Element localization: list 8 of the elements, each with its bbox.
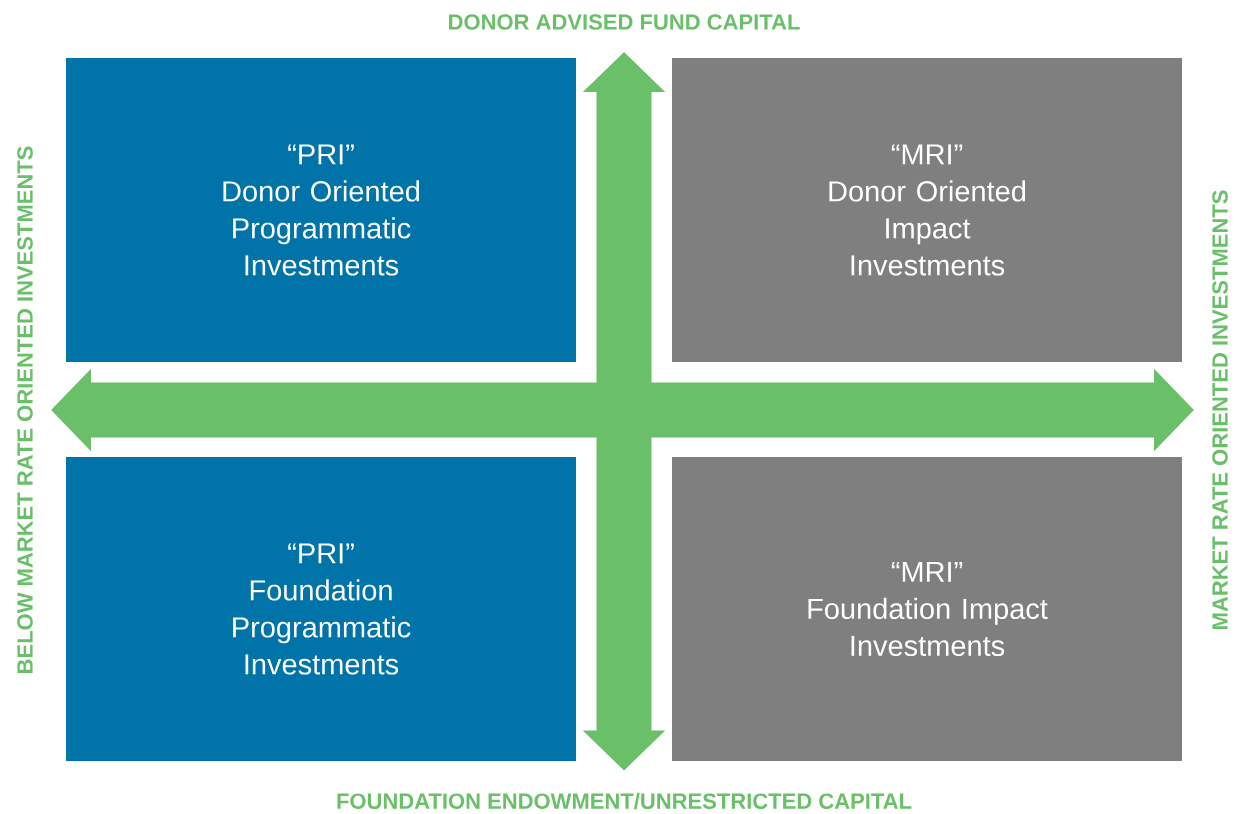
quadrant-box: “MRI” Donor Oriented Impact Investments: [672, 58, 1182, 362]
axis-label: MARKET RATE ORIENTED INVESTMENTS: [1212, 190, 1228, 629]
quadrant-box: “PRI” Donor Oriented Programmatic Investments: [66, 58, 576, 362]
quadrant-box: “MRI” Foundation Impact Investments: [672, 457, 1182, 761]
axis-label: FOUNDATION ENDOWMENT/UNRESTRICTED CAPITAL: [337, 792, 912, 810]
axis-label: DONOR ADVISED FUND CAPITAL: [449, 14, 800, 30]
axis-label: BELOW MARKET RATE ORIENTED INVESTMENTS: [17, 146, 33, 673]
quadrant-box: “PRI” Foundation Programmatic Investments: [66, 457, 576, 761]
